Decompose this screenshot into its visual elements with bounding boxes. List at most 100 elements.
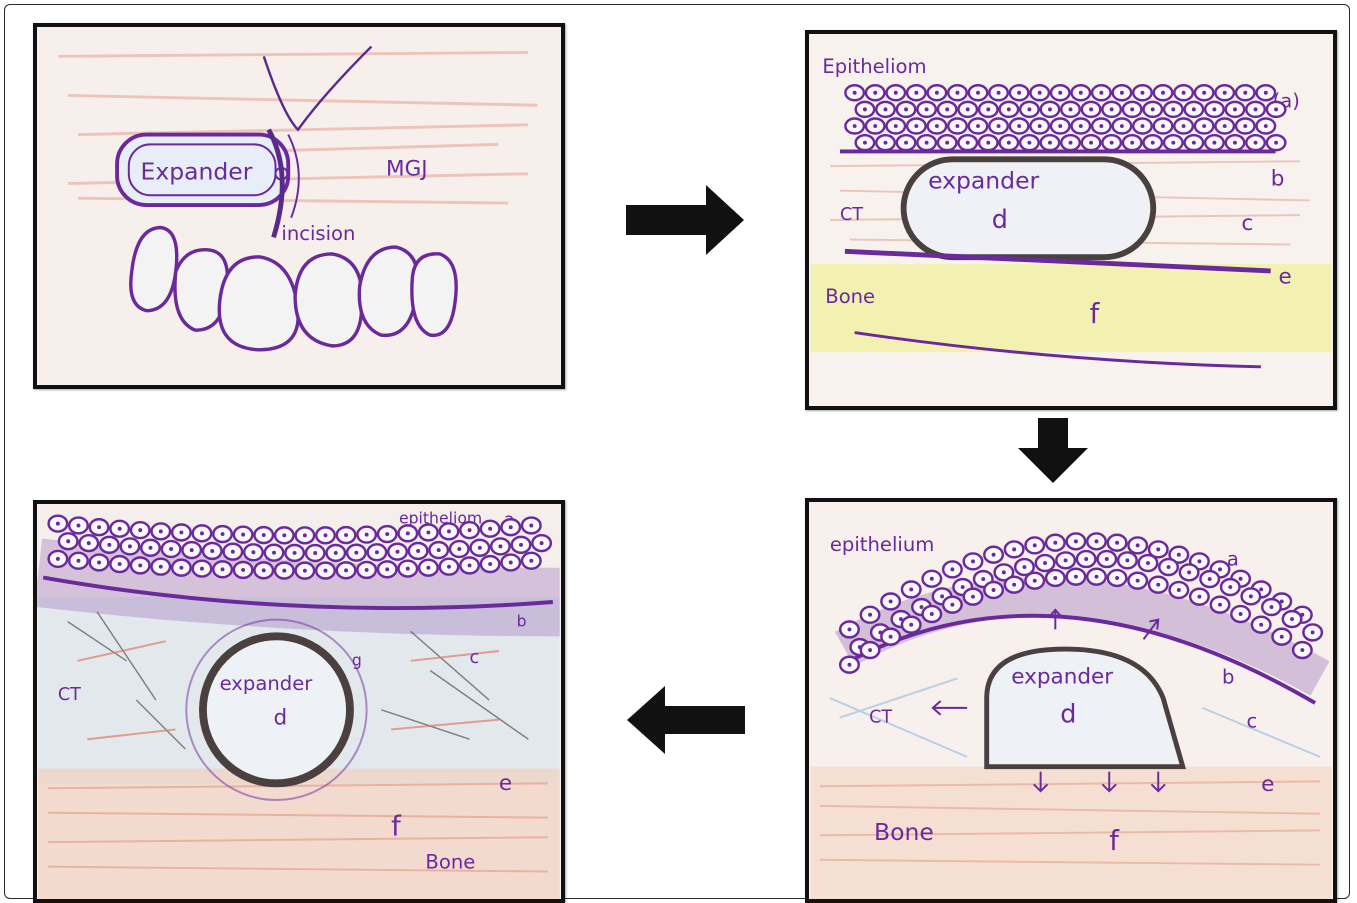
expander-label: expander: [928, 167, 1039, 195]
cell-nucleus: [97, 561, 101, 565]
cell-nucleus: [1105, 557, 1109, 561]
cell-nucleus: [971, 559, 975, 563]
cell-nucleus: [1058, 124, 1062, 128]
cell-nucleus: [930, 577, 934, 581]
expanding-illustration: epithelium a expander d CT b c e Bone f: [809, 502, 1333, 899]
cell-nucleus: [1095, 575, 1099, 579]
cell-nucleus: [1053, 576, 1057, 580]
cell-nucleus: [1136, 579, 1140, 583]
cell-nucleus: [1177, 553, 1181, 557]
cell-nucleus: [426, 566, 430, 570]
cell-nucleus: [884, 107, 888, 111]
cell-nucleus: [221, 532, 225, 536]
cell-nucleus: [159, 529, 163, 533]
cell-nucleus: [200, 567, 204, 571]
label-c: c: [1241, 211, 1253, 236]
incision-label: incision: [281, 222, 355, 245]
cell-nucleus: [971, 595, 975, 599]
cell-nucleus: [313, 551, 317, 555]
cell-nucleus: [1130, 107, 1134, 111]
bone-label: Bone: [425, 851, 475, 874]
cell-nucleus: [1192, 141, 1196, 145]
cell-nucleus: [950, 603, 954, 607]
cell-nucleus: [1048, 141, 1052, 145]
label-c: c: [1246, 709, 1257, 732]
cell-nucleus: [303, 569, 307, 573]
cell-nucleus: [1033, 543, 1037, 547]
cell-nucleus: [966, 107, 970, 111]
bone-label: Bone: [825, 285, 875, 308]
label-c: c: [470, 648, 480, 668]
cell-nucleus: [1074, 575, 1078, 579]
cell-nucleus: [231, 550, 235, 554]
cell-nucleus: [138, 528, 142, 532]
ct-label: CT: [840, 205, 863, 225]
cell-nucleus: [324, 569, 328, 573]
cell-nucleus: [981, 577, 985, 581]
cell-nucleus: [1130, 141, 1134, 145]
cell-nucleus: [940, 594, 944, 598]
cell-nucleus: [863, 107, 867, 111]
cell-nucleus: [997, 91, 1001, 95]
label-f: f: [1090, 299, 1101, 330]
cell-nucleus: [138, 563, 142, 567]
cell-nucleus: [1007, 107, 1011, 111]
cell-nucleus: [169, 547, 173, 551]
cell-nucleus: [303, 533, 307, 537]
cell-nucleus: [437, 548, 441, 552]
cell-nucleus: [1177, 588, 1181, 592]
cell-nucleus: [873, 91, 877, 95]
cell-nucleus: [889, 635, 893, 639]
cell-nucleus: [1161, 124, 1165, 128]
cell-nucleus: [1218, 567, 1222, 571]
cell-nucleus: [904, 141, 908, 145]
epithelium-label: Epitheliom: [822, 55, 926, 78]
cell-nucleus: [1141, 91, 1145, 95]
cell-nucleus: [992, 588, 996, 592]
cell-nucleus: [961, 585, 965, 589]
cell-nucleus: [976, 124, 980, 128]
cell-nucleus: [914, 91, 918, 95]
cell-nucleus: [1012, 547, 1016, 551]
cell-nucleus: [334, 551, 338, 555]
cell-nucleus: [1136, 543, 1140, 547]
mgj-label: MGJ: [386, 157, 428, 182]
cell-nucleus: [884, 141, 888, 145]
cell-nucleus: [1233, 107, 1237, 111]
cell-nucleus: [396, 550, 400, 554]
cell-nucleus: [1264, 91, 1268, 95]
cell-nucleus: [1239, 577, 1243, 581]
expander-label: expander: [1011, 664, 1113, 689]
arrow-right: [626, 185, 744, 255]
cell-nucleus: [1033, 579, 1037, 583]
cell-nucleus: [935, 124, 939, 128]
cell-nucleus: [190, 548, 194, 552]
cell-nucleus: [282, 569, 286, 573]
cell-nucleus: [406, 531, 410, 535]
cell-nucleus: [1002, 570, 1006, 574]
cell-nucleus: [1110, 107, 1114, 111]
cell-nucleus: [894, 124, 898, 128]
cell-nucleus: [1187, 570, 1191, 574]
cell-nucleus: [868, 648, 872, 652]
label-b: b: [1271, 167, 1285, 192]
cell-nucleus: [498, 544, 502, 548]
cell-nucleus: [529, 524, 533, 528]
cell-nucleus: [1223, 124, 1227, 128]
cell-nucleus: [904, 107, 908, 111]
cell-nucleus: [1022, 565, 1026, 569]
cell-nucleus: [920, 605, 924, 609]
cell-nucleus: [1089, 141, 1093, 145]
cell-nucleus: [385, 532, 389, 536]
cell-nucleus: [221, 567, 225, 571]
cell-nucleus: [1156, 547, 1160, 551]
cell-nucleus: [1197, 559, 1201, 563]
panel-incision: Expander MGJ incision: [33, 23, 565, 389]
cell-nucleus: [1095, 539, 1099, 543]
cell-nucleus: [1280, 635, 1284, 639]
cell-nucleus: [519, 543, 523, 547]
cell-nucleus: [1223, 91, 1227, 95]
label-e: e: [1261, 772, 1274, 797]
cell-nucleus: [385, 567, 389, 571]
cell-nucleus: [447, 529, 451, 533]
